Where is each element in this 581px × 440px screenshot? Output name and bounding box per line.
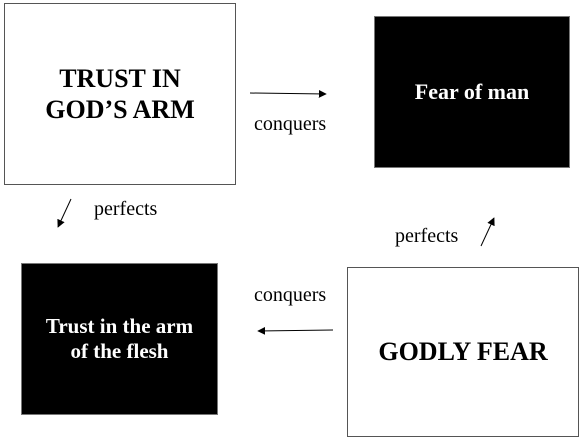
fear-of-man-box: Fear of man: [374, 16, 570, 168]
conquers-label-bottom: conquers: [254, 284, 327, 306]
arrow-left-bottom: [257, 326, 334, 335]
arrow-up-right: [480, 217, 495, 247]
trust-in-gods-arm-line2: GOD’S ARM: [45, 95, 195, 124]
trust-in-gods-arm-line1: TRUST IN: [59, 63, 181, 93]
godly-fear-text: GODLY FEAR: [378, 337, 548, 367]
trust-in-flesh-box: Trust in the arm of the flesh: [21, 263, 218, 415]
godly-fear-box: GODLY FEAR: [347, 267, 579, 437]
arrow-down-left: [57, 198, 72, 228]
arrow-right-top: [249, 89, 327, 98]
trust-in-flesh-line2: of the flesh: [70, 339, 169, 363]
trust-in-gods-arm-box: TRUST IN GOD’S ARM: [4, 3, 236, 185]
perfects-label-left: perfects: [94, 198, 158, 220]
fear-of-man-text: Fear of man: [414, 78, 530, 104]
conquers-label-top: conquers: [254, 113, 327, 135]
trust-in-flesh-line1: Trust in the arm: [45, 313, 194, 338]
perfects-label-right: perfects: [395, 225, 459, 247]
